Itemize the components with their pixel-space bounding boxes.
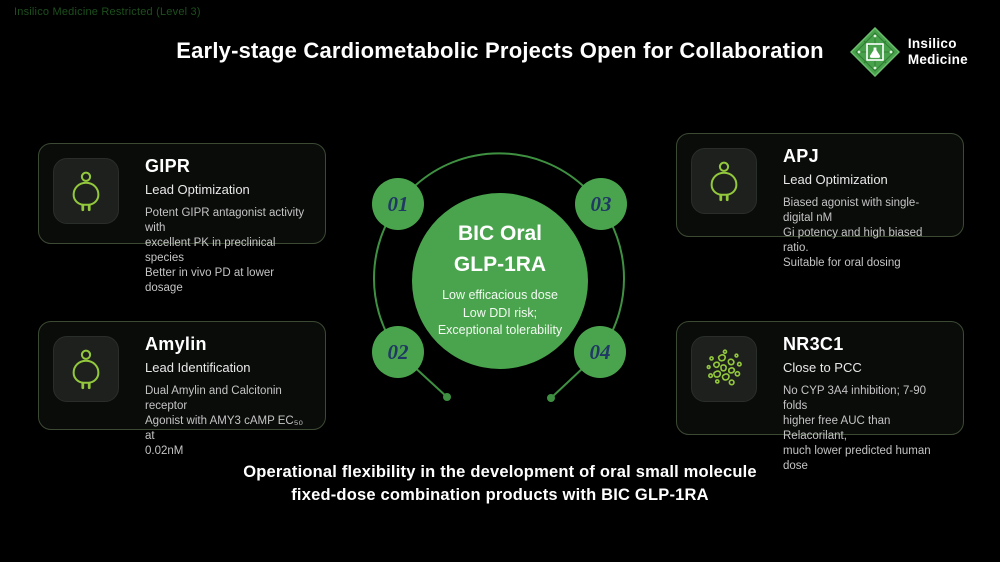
desc-line: Biased agonist with single-digital nM [783,197,920,224]
center-asset-line1: BIC Oral [457,222,543,245]
center-bullet: Low DDI risk; [462,305,538,320]
desc-line: Agonist with AMY3 cAMP EC₅₀ at [145,415,304,442]
project-card-apj: APJ Lead Optimization Biased agonist wit… [676,133,964,269]
insilico-diamond-logo-icon [849,27,900,77]
project-card-gipr: GIPR Lead Optimization Potent GIPR antag… [38,143,326,294]
card-title: NR3C1 [783,334,844,354]
center-bullet: Exceptional tolerability [437,323,563,337]
desc-line: Gi potency and high biased ratio. [783,227,923,254]
card-description: Potent GIPR antagonist activity with exc… [145,206,311,296]
obese-person-icon [72,349,100,390]
logo-word-line2: Medicine [907,52,968,67]
card-text-block: APJ Lead Optimization Biased agonist wit… [783,146,949,271]
card-title: Amylin [145,334,207,354]
step-number: 03 [590,191,612,216]
card-title: GIPR [145,156,191,176]
desc-line: Better in vivo PD at lower dosage [145,267,275,294]
card-stage: Close to PCC [783,360,862,375]
card-icon-tile [691,148,757,214]
restricted-label: Insilico Medicine Restricted (Level 3) [14,6,201,18]
step-circle-03: 03 [575,178,627,230]
card-title: APJ [783,146,819,166]
desc-line: Suitable for oral dosing [783,257,901,269]
card-stage: Lead Identification [145,360,251,375]
desc-line: Dual Amylin and Calcitonin receptor [145,385,282,412]
center-asset-line2: GLP-1RA [453,253,547,276]
ring-end-dot-right [547,394,555,402]
step-number: 02 [387,339,409,364]
center-asset-bullets: Low efficacious dose Low DDI risk; Excep… [412,287,588,340]
project-card-nr3c1: NR3C1 Close to PCC No CYP 3A4 inhibition… [676,321,964,472]
card-text-block: Amylin Lead Identification Dual Amylin a… [145,334,311,459]
company-logo: Insilico Medicine [849,27,968,77]
desc-line: Potent GIPR antagonist activity with [145,207,305,234]
card-text-block: NR3C1 Close to PCC No CYP 3A4 inhibition… [783,334,949,474]
desc-line: 0.02nM [145,445,184,457]
step-number: 04 [589,339,611,364]
card-description: Biased agonist with single-digital nM Gi… [783,196,949,271]
logo-word-line1: Insilico [907,36,957,51]
ring-end-dot-left [443,393,451,401]
card-icon-tile [53,336,119,402]
card-description: No CYP 3A4 inhibition; 7-90 folds higher… [783,384,949,474]
step-number: 01 [387,191,409,216]
step-circle-02: 02 [372,326,424,378]
footer-line2: fixed-dose combination products with BIC… [291,485,709,504]
card-icon-tile [53,158,119,224]
card-stage: Lead Optimization [145,182,250,197]
card-text-block: GIPR Lead Optimization Potent GIPR antag… [145,156,311,296]
center-bullet: Low efficacious dose [442,288,558,302]
obese-person-icon [710,161,738,202]
desc-line: much lower predicted human dose [783,445,931,472]
center-asset-name: BIC Oral GLP-1RA [412,218,588,280]
footer-line1: Operational flexibility in the developme… [243,463,757,481]
molecule-cluster-icon [706,349,742,386]
card-description: Dual Amylin and Calcitonin receptor Agon… [145,384,311,459]
desc-line: excellent PK in preclinical species [145,237,276,264]
logo-wordmark: Insilico Medicine [908,36,968,68]
step-circle-01: 01 [372,178,424,230]
footer-statement: Operational flexibility in the developme… [0,461,1000,506]
center-asset-circle: BIC Oral GLP-1RA Low efficacious dose Lo… [412,193,588,369]
desc-line: No CYP 3A4 inhibition; 7-90 folds [783,385,926,412]
step-circle-04: 04 [574,326,626,378]
project-card-amylin: Amylin Lead Identification Dual Amylin a… [38,321,326,457]
page-title: Early-stage Cardiometabolic Projects Ope… [176,38,824,63]
desc-line: higher free AUC than Relacorilant, [783,415,891,442]
card-icon-tile [691,336,757,402]
obese-person-icon [72,171,100,212]
card-stage: Lead Optimization [783,172,888,187]
